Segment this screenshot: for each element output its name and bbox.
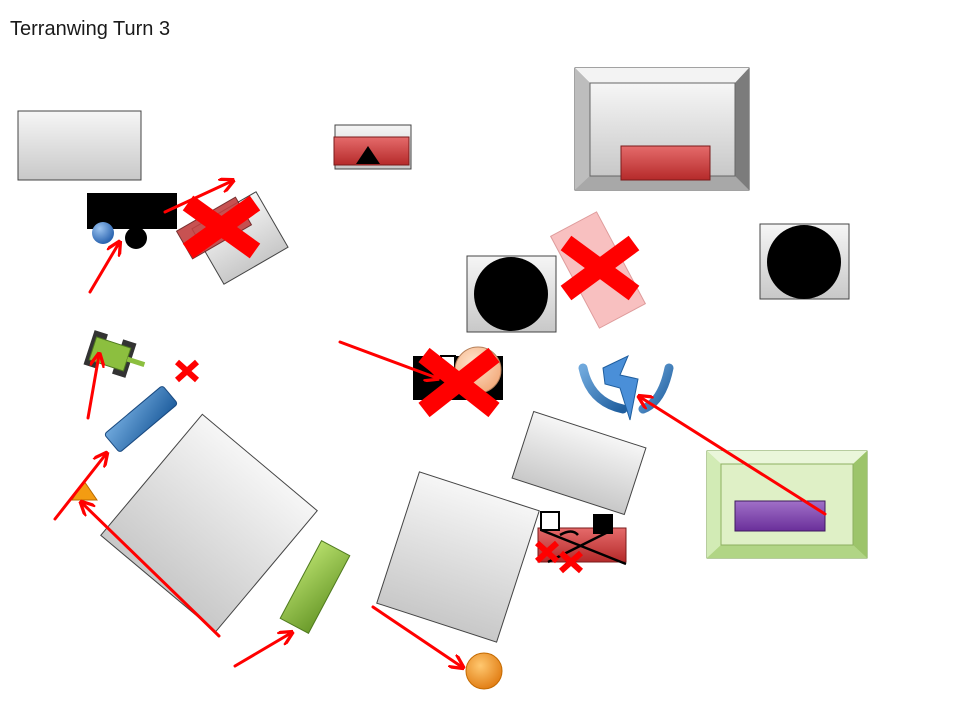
terrain-green-base — [706, 450, 868, 559]
terrain-block-top-left — [17, 110, 142, 181]
movement-arrow — [88, 243, 119, 294]
black-unit-top-left — [87, 193, 177, 249]
page-title: Terranwing Turn 3 — [10, 18, 171, 40]
objective-center — [466, 255, 557, 333]
black-triangle-icon — [356, 146, 380, 164]
movement-arrow — [53, 454, 106, 521]
blue-swirl-lightning-icon — [578, 354, 674, 421]
terrain-tilted-right-bottom — [511, 410, 647, 516]
destroyed-x-icon — [182, 195, 261, 259]
movement-arrow — [371, 605, 462, 667]
destroyed-x-icon-small — [534, 540, 584, 574]
terrain-tilted-center-bottom — [376, 471, 540, 643]
destroyed-x-icon-small — [174, 359, 200, 383]
black-circle-objective-icon — [767, 225, 841, 299]
movement-arrow — [86, 355, 99, 420]
black-circle-objective-icon — [474, 257, 548, 331]
movement-arrow — [163, 181, 232, 214]
terrain-large-tilted-left — [100, 413, 318, 633]
objective-right — [759, 223, 850, 300]
red-unit-in-building — [620, 145, 711, 181]
movement-arrows — [53, 181, 827, 668]
blue-unit-left — [104, 386, 178, 452]
movement-arrow — [233, 633, 291, 668]
green-unit-bottom — [279, 539, 351, 635]
terrain-building-top-right — [574, 67, 750, 191]
movement-arrow — [82, 503, 221, 638]
blue-token — [92, 222, 114, 244]
destroyed-x-icon — [418, 347, 500, 418]
black-token — [125, 227, 147, 249]
green-tank-unit — [83, 330, 146, 378]
orange-ball-token — [465, 652, 503, 690]
movement-arrow — [338, 340, 437, 378]
movement-arrow — [640, 397, 827, 516]
terrain-block-top-center — [333, 124, 412, 170]
destroyed-x-icon — [560, 235, 640, 301]
